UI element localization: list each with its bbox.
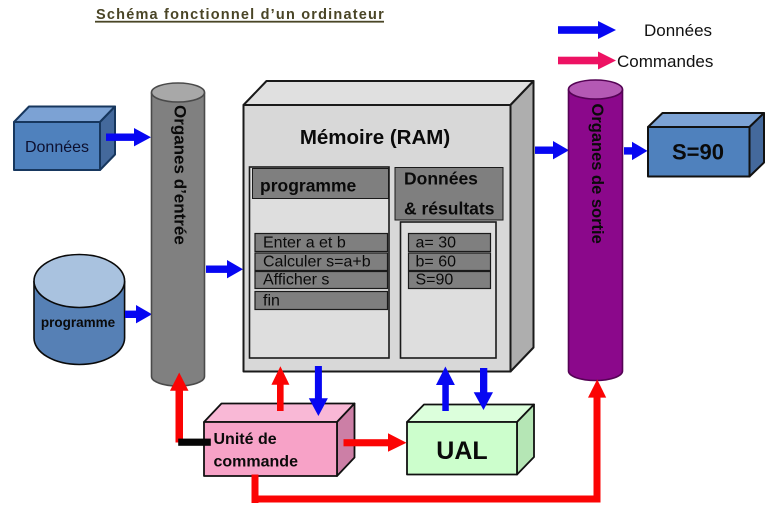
- svg-text:b= 60: b= 60: [416, 254, 457, 271]
- svg-text:Mémoire (RAM): Mémoire (RAM): [300, 126, 450, 149]
- svg-text:Enter a et b: Enter a et b: [263, 235, 346, 252]
- svg-text:fin: fin: [263, 293, 280, 310]
- svg-text:Données: Données: [644, 21, 712, 40]
- svg-text:Schéma fonctionnel d’un ordina: Schéma fonctionnel d’un ordinateur: [96, 7, 385, 23]
- svg-text:programme: programme: [260, 176, 357, 196]
- svg-text:Unité de: Unité de: [214, 431, 277, 448]
- svg-text:Afficher s: Afficher s: [263, 272, 329, 289]
- svg-text:Organes d’entrée: Organes d’entrée: [170, 105, 189, 245]
- svg-text:programme: programme: [41, 315, 116, 330]
- svg-text:& résultats: & résultats: [404, 199, 495, 219]
- svg-text:Commandes: Commandes: [617, 52, 713, 71]
- svg-text:Organes de sortie: Organes de sortie: [588, 104, 606, 244]
- svg-text:Données: Données: [25, 139, 89, 156]
- svg-text:a= 30: a= 30: [416, 235, 457, 252]
- svg-text:commande: commande: [214, 453, 299, 470]
- svg-text:Calculer s=a+b: Calculer s=a+b: [263, 254, 371, 271]
- svg-text:S=90: S=90: [672, 140, 724, 165]
- svg-text:S=90: S=90: [416, 272, 454, 289]
- svg-text:UAL: UAL: [436, 437, 487, 465]
- svg-text:Données: Données: [404, 169, 478, 189]
